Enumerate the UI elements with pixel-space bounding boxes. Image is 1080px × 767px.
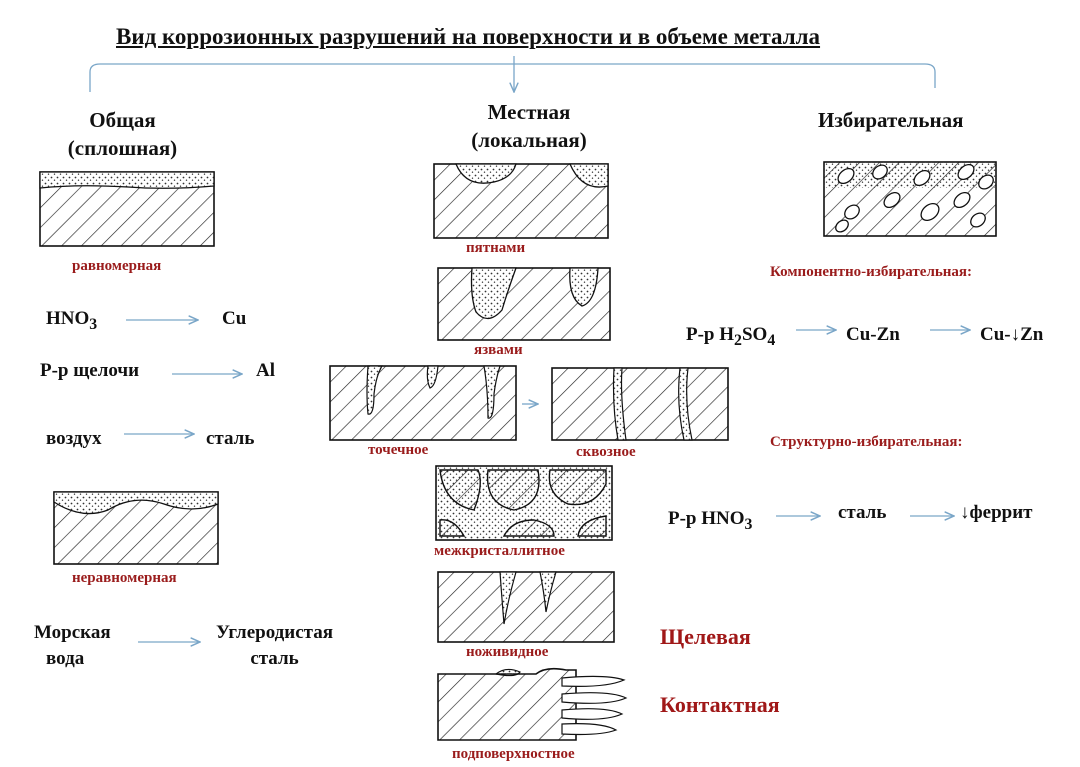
page-title: Вид коррозионных разрушений на поверхнос… <box>116 24 821 49</box>
nonuniform-medium-line1: Морская <box>34 622 111 643</box>
arrow-icon <box>930 324 978 336</box>
arrow-icon <box>124 428 202 440</box>
category-selective: Избирательная <box>818 108 964 132</box>
formula-text: Р-р H <box>686 324 735 345</box>
subsurface-label: подповерхностное <box>452 746 575 762</box>
intercrystalline-label: межкристаллитное <box>434 543 565 559</box>
formula-text: SO <box>741 324 768 345</box>
pitting-label: точечное <box>368 442 429 458</box>
through-corrosion-illustration <box>551 367 729 441</box>
uniform-metal-1: Cu <box>222 308 247 329</box>
component-formula-medium: Р-р H2SO4 <box>686 324 775 350</box>
uniform-label: равномерная <box>72 258 162 274</box>
knife-corrosion-illustration <box>437 571 615 643</box>
structural-formula-step2: ↓феррит <box>960 502 1033 523</box>
category-general-line2: (сплошная) <box>67 136 178 160</box>
uniform-corrosion-illustration <box>39 171 215 247</box>
uniform-metal-2: Al <box>256 360 275 381</box>
spot-corrosion-illustration <box>433 163 609 239</box>
ulcer-label: язвами <box>474 342 523 358</box>
ulcer-corrosion-illustration <box>437 267 611 341</box>
category-general: Общая (сплошная) <box>50 106 195 162</box>
nonuniform-metal-line1: Углеродистая <box>216 622 333 643</box>
crevice-label: Щелевая <box>660 624 751 649</box>
arrow-icon <box>522 398 544 410</box>
formula-subscript: 3 <box>744 515 753 533</box>
medium-subscript: 3 <box>89 315 98 333</box>
category-local-line2: (локальная) <box>471 128 587 152</box>
uniform-medium-1: HNO3 <box>46 308 97 334</box>
arrow-icon <box>126 314 206 326</box>
subsurface-corrosion-illustration <box>437 667 628 741</box>
category-general-line1: Общая <box>89 108 156 132</box>
arrow-icon <box>796 324 844 336</box>
structural-formula-medium: Р-р HNO3 <box>668 508 752 534</box>
category-local: Местная (локальная) <box>440 98 618 154</box>
component-formula-step2: Cu-↓Zn <box>980 324 1044 345</box>
formula-subscript: 4 <box>767 331 776 349</box>
arrow-icon <box>172 368 250 380</box>
uniform-metal-3: сталь <box>206 428 255 449</box>
category-local-line1: Местная <box>487 100 571 124</box>
formula-subscript: 2 <box>734 331 742 349</box>
nonuniform-metal-line2: сталь <box>250 648 299 669</box>
category-bracket <box>89 56 936 120</box>
formula-text: Р-р HNO <box>668 508 745 529</box>
nonuniform-corrosion-illustration <box>53 491 219 565</box>
structural-formula-step1: сталь <box>838 502 887 523</box>
nonuniform-medium: Морская вода <box>34 620 111 672</box>
selective-corrosion-illustration <box>823 161 997 237</box>
arrow-icon <box>776 510 828 522</box>
contact-label: Контактная <box>660 692 780 717</box>
uniform-medium-2: Р-р щелочи <box>40 360 140 381</box>
uniform-medium-3: воздух <box>46 428 102 449</box>
medium-text: HNO <box>46 308 90 329</box>
spot-label: пятнами <box>466 240 526 256</box>
arrow-icon <box>138 636 208 648</box>
nonuniform-medium-line2: вода <box>46 648 85 669</box>
pitting-corrosion-illustration <box>329 365 517 441</box>
arrow-icon <box>910 510 962 522</box>
through-label: сквозное <box>576 444 636 460</box>
nonuniform-metal: Углеродистая сталь <box>216 620 333 672</box>
component-selective-label: Компонентно-избирательная: <box>770 264 973 280</box>
intercrystalline-corrosion-illustration <box>435 465 613 541</box>
knife-label: ноживидное <box>466 644 549 660</box>
structural-selective-label: Структурно-избирательная: <box>770 434 963 450</box>
nonuniform-label: неравномерная <box>72 570 177 586</box>
component-formula-step1: Cu-Zn <box>846 324 900 345</box>
